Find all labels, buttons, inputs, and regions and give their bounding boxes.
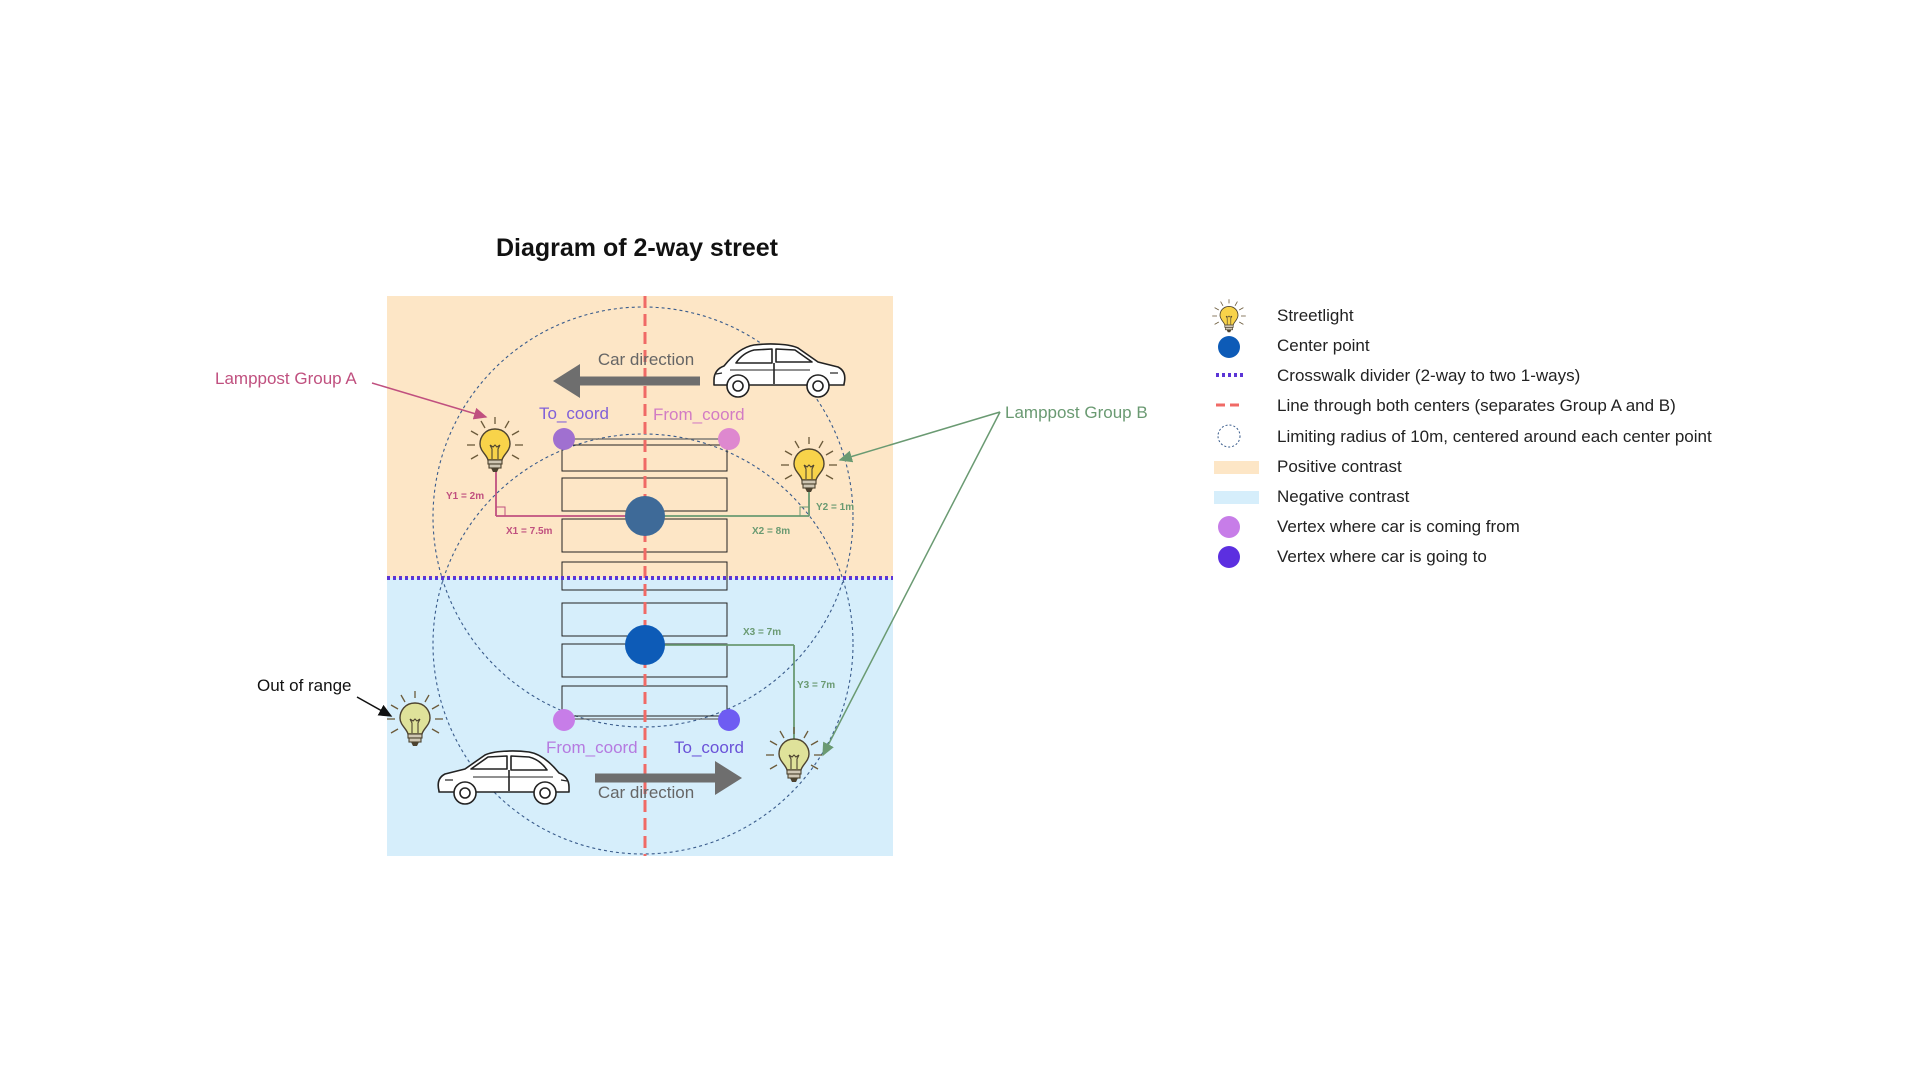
center-point-bottom [625,625,665,665]
group-a-label: Lamppost Group A [215,369,357,388]
legend-to-vertex-icon [1218,546,1240,568]
group-b-label: Lamppost Group B [1005,403,1148,422]
car-direction-bottom-label: Car direction [598,783,694,802]
x2-label: X2 = 8m [752,526,790,537]
legend-label-positive: Positive contrast [1277,457,1402,476]
car-direction-top-label: Car direction [598,350,694,369]
direction-arrow-top [553,364,700,398]
legend: Streetlight Center point Crosswalk divid… [1211,298,1712,568]
bottom-from-vertex [553,709,575,731]
legend-positive-swatch [1214,461,1259,474]
legend-center-icon [1218,336,1240,358]
legend-label-crosswalk: Crosswalk divider (2-way to two 1-ways) [1277,366,1580,385]
legend-negative-swatch [1214,491,1259,504]
top-to-coord-label: To_coord [539,404,609,423]
top-from-coord-label: From_coord [653,405,745,424]
top-to-vertex [553,428,575,450]
group-a-measurement [495,466,645,517]
y3-label: Y3 = 7m [797,680,835,691]
legend-label-centerline: Line through both centers (separates Gro… [1277,396,1676,415]
group-b-bottom-measurement [645,644,795,755]
legend-label-from-vertex: Vertex where car is coming from [1277,517,1520,536]
positive-contrast-region [387,296,893,578]
bottom-to-vertex [718,709,740,731]
bottom-to-coord-label: To_coord [674,738,744,757]
negative-contrast-region [387,578,893,856]
x1-label: X1 = 7.5m [506,526,553,537]
legend-label-negative: Negative contrast [1277,487,1410,506]
top-from-vertex [718,428,740,450]
y2-label: Y2 = 1m [816,502,854,513]
center-point-top [625,496,665,536]
legend-radius-icon [1217,424,1241,448]
radius-circle-bottom [432,433,854,855]
radius-circle-top [432,306,854,728]
legend-streetlight-icon [1211,298,1247,333]
legend-label-center: Center point [1277,336,1370,355]
legend-from-vertex-icon [1218,516,1240,538]
diagram-title: Diagram of 2-way street [496,234,779,262]
direction-arrow-bottom [595,761,742,795]
bottom-from-coord-label: From_coord [546,738,638,757]
legend-label-streetlight: Streetlight [1277,306,1354,325]
out-of-range-label: Out of range [257,676,352,695]
legend-label-to-vertex: Vertex where car is going to [1277,547,1487,566]
legend-label-radius: Limiting radius of 10m, centered around … [1277,427,1712,446]
y1-label: Y1 = 2m [446,491,484,502]
x3-label: X3 = 7m [743,627,781,638]
